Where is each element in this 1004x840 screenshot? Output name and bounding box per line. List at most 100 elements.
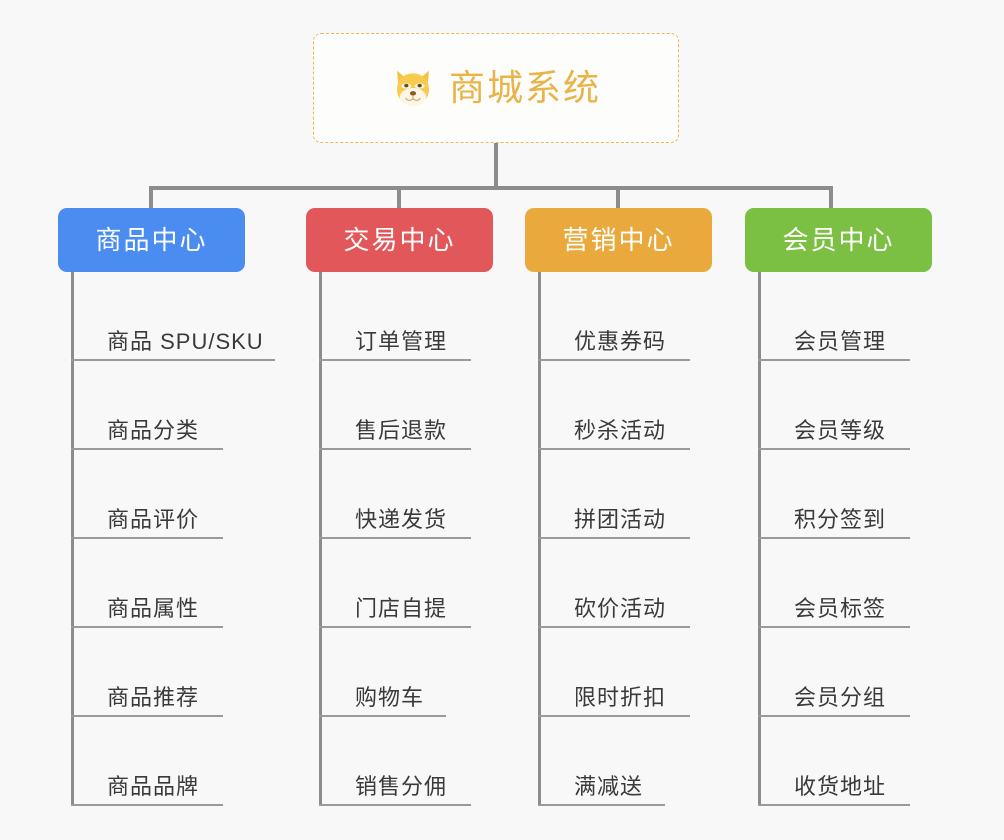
branch-header-label: 商品中心 — [95, 225, 208, 255]
branch-header-label: 营销中心 — [562, 225, 675, 255]
connector-drop-trade — [397, 186, 401, 208]
leaf-label: 快递发货 — [355, 507, 448, 532]
shiba-dog-icon — [396, 70, 429, 106]
leaf-label: 商品品牌 — [107, 774, 200, 799]
leaf-item[interactable]: 售后退款 — [319, 361, 539, 450]
leaf-label: 门店自提 — [355, 596, 448, 621]
leaf-underline — [538, 359, 690, 361]
leaf-item[interactable]: 限时折扣 — [538, 628, 758, 717]
root-title: 商城系统 — [448, 67, 601, 108]
leaf-item[interactable]: 购物车 — [319, 628, 539, 717]
branch-header-trade-center[interactable]: 交易中心 — [306, 208, 493, 272]
branch-stem-product-center — [71, 272, 74, 806]
leaf-item[interactable]: 积分签到 — [758, 450, 978, 539]
leaf-item[interactable]: 秒杀活动 — [538, 361, 758, 450]
leaf-underline — [538, 537, 690, 539]
leaf-item[interactable]: 商品品牌 — [71, 717, 291, 806]
leaf-item[interactable]: 快递发货 — [319, 450, 539, 539]
connector-drop-product — [149, 186, 153, 208]
leaf-underline — [71, 537, 223, 539]
leaf-label: 收货地址 — [794, 774, 887, 799]
leaf-label: 会员标签 — [794, 596, 887, 621]
leaf-underline — [71, 359, 275, 361]
leaf-label: 会员分组 — [794, 685, 887, 710]
leaf-underline — [758, 804, 910, 806]
leaf-item[interactable]: 订单管理 — [319, 272, 539, 361]
branch-product-center: 商品中心商品 SPU/SKU 商品分类商品评价商品属性商品推荐商品品牌 — [58, 208, 275, 806]
leaf-label: 商品 SPU/SKU — [107, 329, 264, 354]
leaf-label: 商品推荐 — [107, 685, 200, 710]
leaf-item[interactable]: 销售分佣 — [319, 717, 539, 806]
connector-drop-marketing — [616, 186, 620, 208]
leaf-label: 积分签到 — [794, 507, 887, 532]
root-node[interactable]: 商城系统 — [313, 33, 679, 143]
leaf-underline — [538, 448, 690, 450]
connector-horizontal-bus — [149, 186, 833, 190]
branch-header-member-center[interactable]: 会员中心 — [745, 208, 932, 272]
leaf-underline — [319, 626, 471, 628]
branch-header-product-center[interactable]: 商品中心 — [58, 208, 245, 272]
leaf-label: 满减送 — [574, 774, 644, 799]
leaf-underline — [71, 448, 223, 450]
leaf-underline — [319, 804, 471, 806]
leaf-label: 商品评价 — [107, 507, 200, 532]
leaf-item[interactable]: 会员分组 — [758, 628, 978, 717]
leaf-item[interactable]: 砍价活动 — [538, 539, 758, 628]
connector-root-stem — [494, 143, 498, 189]
leaf-underline — [758, 359, 910, 361]
leaf-underline — [71, 804, 223, 806]
leaf-item[interactable]: 商品评价 — [71, 450, 291, 539]
leaf-label: 秒杀活动 — [574, 418, 667, 443]
leaf-label: 商品分类 — [107, 418, 200, 443]
leaf-underline — [71, 626, 223, 628]
leaf-item[interactable]: 满减送 — [538, 717, 758, 806]
branch-stem-marketing-center — [538, 272, 541, 806]
leaf-underline — [319, 537, 471, 539]
leaf-underline — [538, 715, 690, 717]
leaf-underline — [538, 626, 690, 628]
leaf-underline — [319, 715, 446, 717]
leaf-label: 订单管理 — [355, 329, 448, 354]
leaf-list-member-center: 会员管理会员等级积分签到会员标签会员分组收货地址 — [758, 272, 978, 806]
leaf-item[interactable]: 会员等级 — [758, 361, 978, 450]
branch-member-center: 会员中心会员管理会员等级积分签到会员标签会员分组收货地址 — [745, 208, 932, 806]
leaf-label: 商品属性 — [107, 596, 200, 621]
leaf-underline — [319, 359, 471, 361]
leaf-list-product-center: 商品 SPU/SKU 商品分类商品评价商品属性商品推荐商品品牌 — [71, 272, 291, 806]
leaf-item[interactable]: 商品推荐 — [71, 628, 291, 717]
leaf-underline — [758, 537, 910, 539]
branch-header-label: 交易中心 — [343, 225, 456, 255]
leaf-item[interactable]: 拼团活动 — [538, 450, 758, 539]
leaf-label: 优惠券码 — [574, 329, 667, 354]
branch-trade-center: 交易中心订单管理售后退款快递发货门店自提购物车销售分佣 — [306, 208, 493, 806]
leaf-item[interactable]: 门店自提 — [319, 539, 539, 628]
leaf-list-trade-center: 订单管理售后退款快递发货门店自提购物车销售分佣 — [319, 272, 539, 806]
leaf-label: 砍价活动 — [574, 596, 667, 621]
leaf-list-marketing-center: 优惠券码秒杀活动拼团活动砍价活动限时折扣满减送 — [538, 272, 758, 806]
leaf-underline — [758, 448, 910, 450]
leaf-item[interactable]: 会员标签 — [758, 539, 978, 628]
leaf-label: 会员等级 — [794, 418, 887, 443]
connector-drop-member — [829, 186, 833, 208]
leaf-label: 会员管理 — [794, 329, 887, 354]
leaf-item[interactable]: 商品分类 — [71, 361, 291, 450]
leaf-underline — [71, 715, 223, 717]
leaf-item[interactable]: 会员管理 — [758, 272, 978, 361]
leaf-label: 限时折扣 — [574, 685, 667, 710]
branch-marketing-center: 营销中心优惠券码秒杀活动拼团活动砍价活动限时折扣满减送 — [525, 208, 712, 806]
branch-header-marketing-center[interactable]: 营销中心 — [525, 208, 712, 272]
leaf-label: 购物车 — [355, 685, 425, 710]
leaf-label: 拼团活动 — [574, 507, 667, 532]
leaf-item[interactable]: 商品 SPU/SKU — [71, 272, 291, 361]
leaf-item[interactable]: 优惠券码 — [538, 272, 758, 361]
leaf-item[interactable]: 商品属性 — [71, 539, 291, 628]
leaf-underline — [538, 804, 665, 806]
branch-stem-member-center — [758, 272, 761, 806]
branch-stem-trade-center — [319, 272, 322, 806]
leaf-underline — [758, 715, 910, 717]
leaf-underline — [758, 626, 910, 628]
leaf-underline — [319, 448, 471, 450]
leaf-label: 售后退款 — [355, 418, 448, 443]
leaf-item[interactable]: 收货地址 — [758, 717, 978, 806]
